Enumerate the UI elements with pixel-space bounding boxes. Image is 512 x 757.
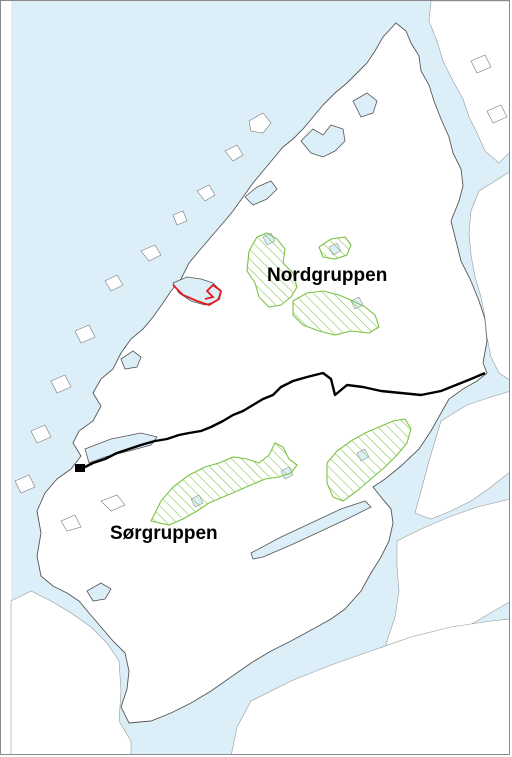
land-northeast bbox=[428, 1, 509, 164]
fjord-inlet bbox=[120, 350, 142, 370]
fjord-inlet bbox=[244, 180, 278, 206]
north-group-label: Nordgruppen bbox=[267, 265, 387, 286]
south-group-label: Sørgruppen bbox=[110, 523, 218, 544]
south-habitat-area-east bbox=[326, 418, 412, 502]
north-habitat-area-west bbox=[246, 232, 298, 308]
fjord-inlet bbox=[84, 432, 158, 464]
coastal-islands bbox=[14, 54, 508, 532]
boundary-end-marker bbox=[75, 464, 85, 472]
south-habitat-area-west bbox=[150, 442, 298, 526]
fjord-inlet bbox=[86, 582, 112, 602]
fjord-inlet bbox=[250, 500, 372, 560]
south-habitat-areas bbox=[150, 418, 412, 526]
left-white-margin bbox=[1, 1, 11, 754]
north-habitat-areas bbox=[246, 232, 380, 336]
land-southwest bbox=[10, 590, 132, 754]
fjord-inlet bbox=[352, 92, 378, 118]
boundary-line bbox=[80, 371, 486, 471]
highlight-area bbox=[172, 283, 223, 306]
fjord-inlet bbox=[300, 124, 346, 158]
land-east bbox=[468, 171, 509, 381]
north-habitat-area-ridge bbox=[292, 290, 380, 336]
north-habitat-area-northeast bbox=[318, 236, 352, 260]
land-southeast bbox=[414, 391, 509, 520]
land-south-bottom bbox=[231, 618, 509, 754]
mainland-region bbox=[36, 22, 488, 724]
